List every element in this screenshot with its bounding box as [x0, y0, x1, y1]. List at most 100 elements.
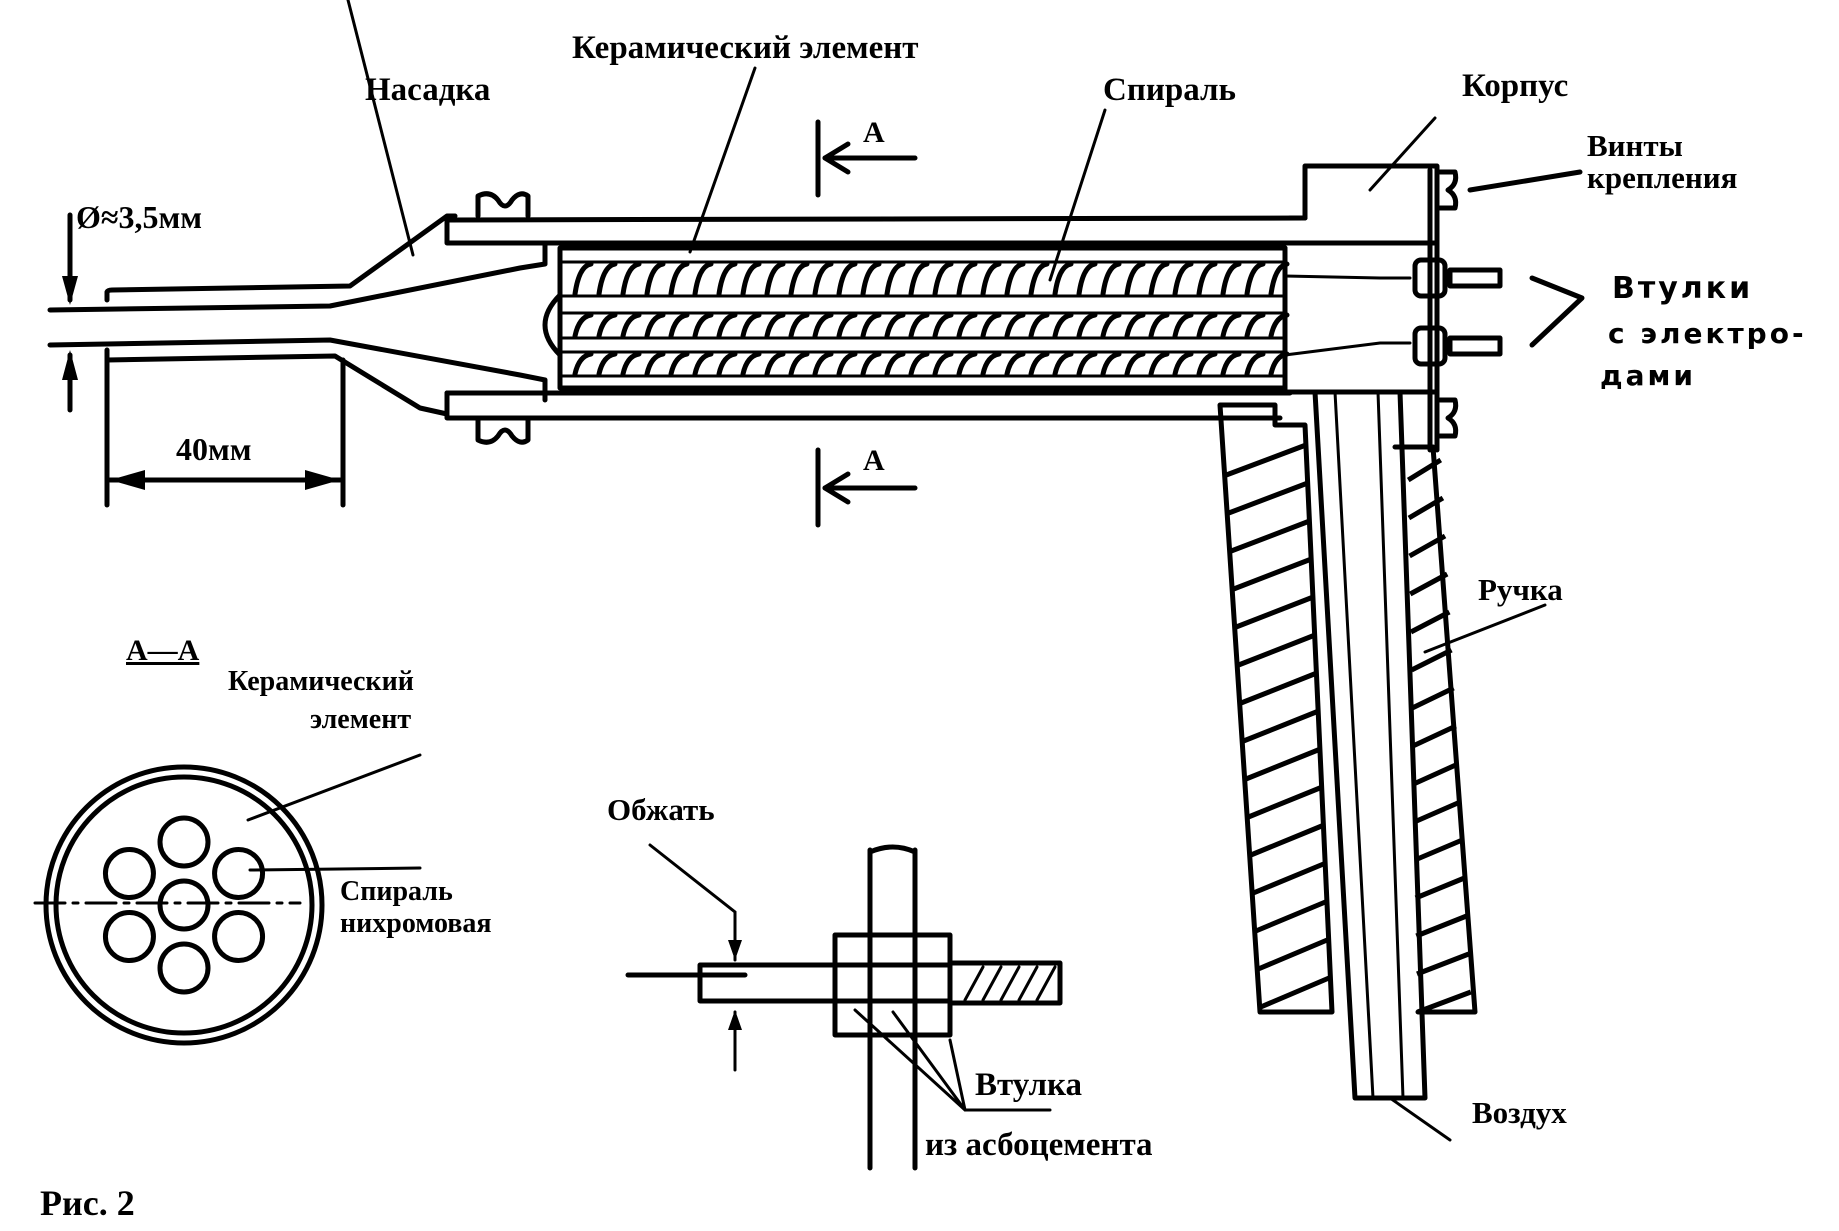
label-bushings-2: с электро- — [1608, 317, 1807, 350]
section-a-a — [33, 753, 422, 1046]
spiral-coils — [572, 261, 1290, 377]
spiral-coil-turn — [884, 312, 906, 339]
label-section-a-top: A — [863, 116, 885, 149]
section-hole — [157, 815, 211, 869]
spiral-coil-turn — [596, 351, 618, 377]
spiral-coil-turn — [980, 261, 1002, 297]
spiral-coil-turn — [1052, 261, 1074, 297]
spiral-coil-turn — [764, 351, 786, 377]
spiral-coil-turn — [1148, 261, 1170, 297]
leader-lines — [346, 0, 1585, 1142]
hatch-line — [1247, 784, 1324, 820]
label-spiral: Спираль — [1103, 72, 1236, 108]
section-marker-top — [815, 119, 918, 198]
spiral-coil-turn — [908, 312, 930, 339]
spiral-coil-turn — [1100, 261, 1122, 297]
hatch-line — [1257, 936, 1331, 972]
hatch-line — [1415, 913, 1468, 939]
hatch-line — [1406, 457, 1443, 483]
spiral-coil-turn — [956, 312, 978, 339]
spiral-coil-turn — [596, 261, 618, 297]
spiral-coil-turn — [1220, 312, 1242, 339]
label-ceramic-element: Керамический элемент — [572, 30, 918, 66]
spiral-coil-turn — [1004, 312, 1026, 339]
spiral-coil-turn — [740, 351, 762, 377]
section-hole — [102, 847, 156, 900]
section-title: A—A — [126, 634, 200, 667]
spiral-coil-turn — [980, 312, 1002, 339]
spiral-coil-turn — [716, 351, 738, 377]
figure-caption: Рис. 2 — [40, 1183, 135, 1223]
hatch-line — [1412, 761, 1459, 787]
spiral-coil-turn — [1172, 312, 1194, 339]
spiral-coil-turn — [836, 351, 858, 377]
label-diameter: Ø≈3,5мм — [76, 199, 202, 235]
spiral-coil-turn — [596, 312, 618, 339]
spiral-coil-turn — [980, 351, 1002, 377]
hatch-line — [999, 965, 1021, 1002]
label-section-ceramic-1: Керамический — [228, 666, 414, 697]
spiral-coil-turn — [1148, 351, 1170, 377]
spiral-coil-turn — [620, 312, 642, 339]
label-length: 40мм — [176, 431, 252, 467]
spiral-coil-turn — [692, 312, 714, 339]
spiral-coil-turn — [932, 261, 954, 297]
spiral-coil-turn — [1220, 261, 1242, 297]
hatch-line — [1254, 898, 1329, 934]
label-section-ceramic-2: элемент — [310, 704, 411, 735]
label-air: Воздух — [1472, 1095, 1567, 1130]
label-section-a-bottom: A — [863, 444, 885, 477]
nozzle — [47, 213, 548, 508]
hatch-line — [1249, 822, 1326, 858]
spiral-coil-turn — [1244, 261, 1266, 297]
spiral-coil-turn — [1076, 351, 1098, 377]
spiral-coil-turn — [812, 261, 834, 297]
section-holes — [102, 815, 266, 995]
housing — [1282, 163, 1503, 453]
hatch-line — [981, 965, 1003, 1002]
hatch-line — [1230, 518, 1311, 554]
spiral-coil-turn — [1124, 351, 1146, 377]
spiral-coil-turn — [1244, 351, 1266, 377]
label-bushing-2: из асбоцемента — [925, 1127, 1153, 1163]
spiral-coil-turn — [1076, 312, 1098, 339]
spiral-coil-turn — [572, 261, 594, 297]
label-nozzle: Насадка — [365, 72, 490, 108]
hatch-line — [1245, 746, 1322, 782]
spiral-coil-turn — [1028, 261, 1050, 297]
section-hole — [212, 847, 266, 900]
hatch-line — [1416, 989, 1472, 1015]
hatch-line — [1409, 609, 1451, 635]
spiral-coil-turn — [1052, 312, 1074, 339]
hatch-line — [1410, 647, 1453, 673]
spiral-coil-turn — [1196, 261, 1218, 297]
label-section-spiral-1: Спираль — [340, 876, 453, 907]
spiral-coil-turn — [908, 351, 930, 377]
spiral-coil-turn — [692, 261, 714, 297]
spiral-coil-turn — [1076, 261, 1098, 297]
spiral-coil-turn — [620, 351, 642, 377]
hatch-line — [1407, 495, 1445, 521]
label-handle: Ручка — [1478, 572, 1563, 607]
section-hole — [102, 910, 156, 963]
spiral-coil-turn — [572, 351, 594, 377]
hatch-line — [1225, 442, 1307, 478]
spiral-coil-turn — [740, 261, 762, 297]
spiral-coil-turn — [860, 261, 882, 297]
spiral-coil-turn — [908, 261, 930, 297]
spiral-coil-turn — [764, 312, 786, 339]
hatch-line — [1235, 594, 1315, 630]
spiral-coil-turn — [644, 312, 666, 339]
detail-hatch — [963, 965, 1057, 1002]
ceramic-element — [542, 245, 1288, 391]
spiral-coil-turn — [692, 351, 714, 377]
hatch-line — [1411, 685, 1455, 711]
spiral-coil-turn — [860, 312, 882, 339]
spiral-coil-turn — [620, 261, 642, 297]
hatch-line — [1035, 965, 1057, 1002]
hatch-line — [1227, 480, 1309, 516]
spiral-coil-turn — [1052, 351, 1074, 377]
spiral-coil-turn — [836, 261, 858, 297]
spiral-coil-turn — [668, 312, 690, 339]
section-marker-bottom — [815, 447, 918, 528]
